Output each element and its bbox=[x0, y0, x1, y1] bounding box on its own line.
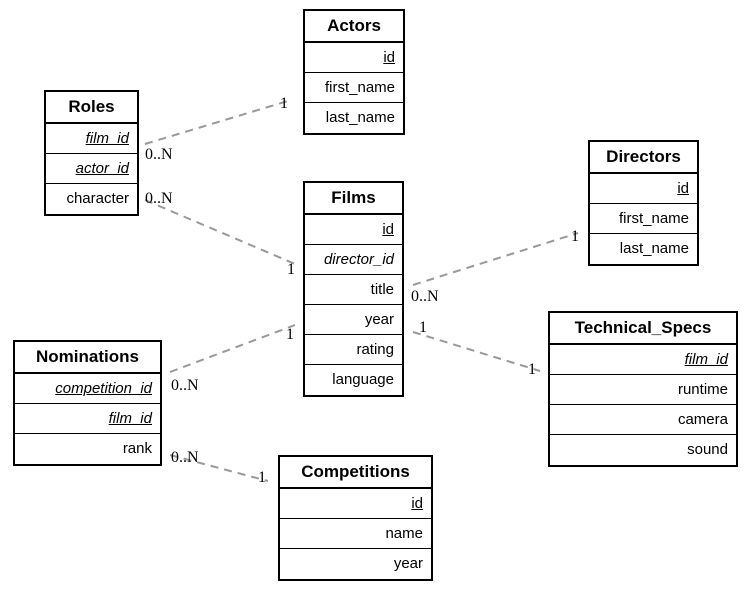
attribute-directors-last_name[interactable]: last_name bbox=[590, 234, 697, 264]
attribute-films-rating[interactable]: rating bbox=[305, 335, 402, 365]
cardinality-label-nominations-films-from: 0..N bbox=[171, 377, 199, 394]
attribute-technical_specs-runtime[interactable]: runtime bbox=[550, 375, 736, 405]
cardinality-label-nominations-films-to: 1 bbox=[286, 326, 294, 343]
attribute-competitions-id[interactable]: id bbox=[280, 489, 431, 519]
attribute-actors-last_name[interactable]: last_name bbox=[305, 103, 403, 133]
entity-title-actors: Actors bbox=[305, 11, 403, 43]
relationship-line-roles-actors bbox=[144, 100, 289, 145]
attribute-competitions-year[interactable]: year bbox=[280, 549, 431, 579]
entity-title-nominations: Nominations bbox=[15, 342, 160, 374]
attribute-roles-character[interactable]: character bbox=[46, 184, 137, 214]
attribute-technical_specs-film_id[interactable]: film_id bbox=[550, 345, 736, 375]
cardinality-label-films-directors-to: 1 bbox=[571, 228, 579, 245]
cardinality-label-nominations-competitions-from: 0..N bbox=[171, 449, 199, 466]
cardinality-label-roles-films-to: 1 bbox=[287, 261, 295, 278]
cardinality-label-roles-actors-from: 0..N bbox=[145, 146, 173, 163]
cardinality-label-roles-actors-to: 1 bbox=[280, 95, 288, 112]
attribute-actors-id[interactable]: id bbox=[305, 43, 403, 73]
attribute-films-year[interactable]: year bbox=[305, 305, 402, 335]
cardinality-label-films-directors-from: 0..N bbox=[411, 288, 439, 305]
cardinality-label-films-technical-specs-from: 1 bbox=[419, 319, 427, 336]
attribute-nominations-competition_id[interactable]: competition_id bbox=[15, 374, 160, 404]
attribute-directors-id[interactable]: id bbox=[590, 174, 697, 204]
attribute-roles-actor_id[interactable]: actor_id bbox=[46, 154, 137, 184]
attribute-competitions-name[interactable]: name bbox=[280, 519, 431, 549]
cardinality-label-roles-films-from: 0..N bbox=[145, 190, 173, 207]
entity-title-roles: Roles bbox=[46, 92, 137, 124]
entity-title-technical_specs: Technical_Specs bbox=[550, 313, 736, 345]
relationship-line-films-technical-specs bbox=[412, 331, 541, 372]
attribute-films-title[interactable]: title bbox=[305, 275, 402, 305]
attribute-technical_specs-camera[interactable]: camera bbox=[550, 405, 736, 435]
relationship-line-roles-films bbox=[144, 199, 296, 265]
attribute-nominations-film_id[interactable]: film_id bbox=[15, 404, 160, 434]
relationship-line-nominations-films bbox=[169, 324, 296, 373]
attribute-roles-film_id[interactable]: film_id bbox=[46, 124, 137, 154]
attribute-actors-first_name[interactable]: first_name bbox=[305, 73, 403, 103]
entity-title-films: Films bbox=[305, 183, 402, 215]
attribute-nominations-rank[interactable]: rank bbox=[15, 434, 160, 464]
attribute-directors-first_name[interactable]: first_name bbox=[590, 204, 697, 234]
cardinality-label-films-technical-specs-to: 1 bbox=[528, 361, 536, 378]
attribute-films-id[interactable]: id bbox=[305, 215, 402, 245]
attribute-films-language[interactable]: language bbox=[305, 365, 402, 395]
attribute-films-director_id[interactable]: director_id bbox=[305, 245, 402, 275]
entity-title-competitions: Competitions bbox=[280, 457, 431, 489]
entity-title-directors: Directors bbox=[590, 142, 697, 174]
attribute-technical_specs-sound[interactable]: sound bbox=[550, 435, 736, 465]
relationship-line-films-directors bbox=[412, 232, 579, 286]
cardinality-label-nominations-competitions-to: 1 bbox=[258, 469, 266, 486]
